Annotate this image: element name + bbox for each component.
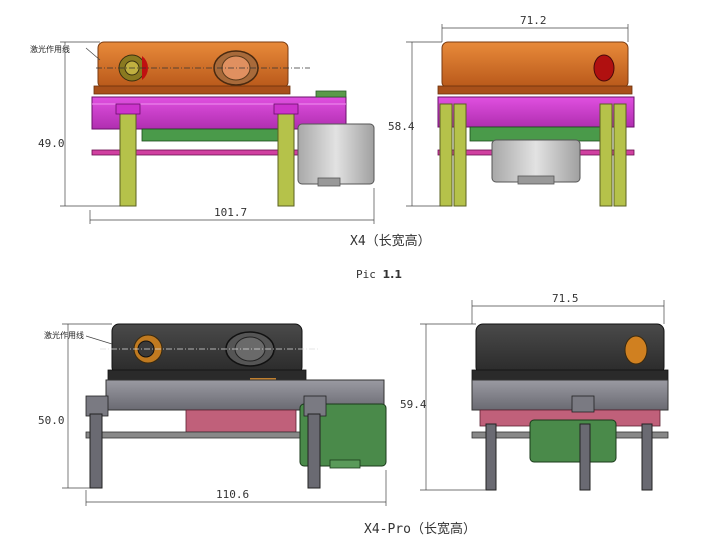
x4-side-dimensions	[60, 41, 375, 224]
x4pro-front-base-plate	[471, 379, 669, 411]
x4-width-front-value: 71.2	[520, 14, 547, 27]
pic-label: Pic 1.1	[356, 268, 402, 281]
x4pro-width-front-value: 71.5	[552, 292, 579, 305]
x4-motor	[297, 123, 375, 185]
x4pro-front-view	[471, 323, 669, 491]
x4-top-rim	[93, 85, 291, 95]
x4-front-dimensions	[406, 24, 629, 207]
x4pro-height-front-value: 59.4	[400, 398, 427, 411]
pic-label-number: 1.1	[382, 268, 403, 281]
x4-circuit-board	[141, 128, 293, 142]
x4pro-caption: X4-Pro（长宽高）	[364, 522, 476, 537]
x4-height-value: 49.0	[38, 137, 65, 150]
x4pro-front-dimensions	[420, 300, 665, 491]
x4-side-view	[91, 41, 375, 207]
x4pro-pillar-right	[307, 413, 321, 489]
x4-front-window-icon	[593, 54, 615, 82]
x4pro-front-window-icon	[624, 335, 648, 365]
x4pro-width-side-value: 110.6	[216, 488, 249, 501]
x4-laser-line-label: 激光作用线	[30, 44, 70, 54]
x4pro-side-view	[85, 323, 387, 489]
x4pro-front-motor	[529, 419, 617, 463]
x4-pillar-left	[119, 107, 137, 207]
x4-caption: X4（长宽高）	[350, 234, 431, 249]
x4-front-view	[437, 41, 635, 207]
x4pro-height-value: 50.0	[38, 414, 65, 427]
x4-pillar-right	[277, 107, 295, 207]
x4-height-front-value: 58.4	[388, 120, 415, 133]
x4-width-side-value: 101.7	[214, 206, 247, 219]
pic-label-prefix: Pic	[356, 268, 383, 281]
x4pro-side-dimensions	[62, 323, 387, 506]
x4pro-pillar-left	[89, 413, 103, 489]
x4pro-laser-line-label: 激光作用线	[44, 330, 84, 340]
